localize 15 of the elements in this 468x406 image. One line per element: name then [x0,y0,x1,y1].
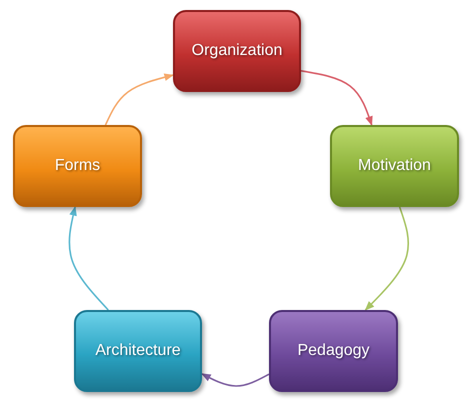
process-box [74,310,202,392]
node-label: Motivation [358,157,431,175]
arrow [104,74,174,126]
process-box [173,10,301,92]
node-label: Pedagogy [297,342,370,360]
node-label: Organization [192,42,282,60]
arrow [68,206,109,311]
process-box [269,310,398,392]
node-label: Architecture [95,342,181,360]
node-label: Forms [54,157,100,175]
arrow [364,206,410,311]
process-box [330,125,459,207]
process-box [13,125,142,207]
arrow [300,70,373,126]
arrow [201,373,270,387]
